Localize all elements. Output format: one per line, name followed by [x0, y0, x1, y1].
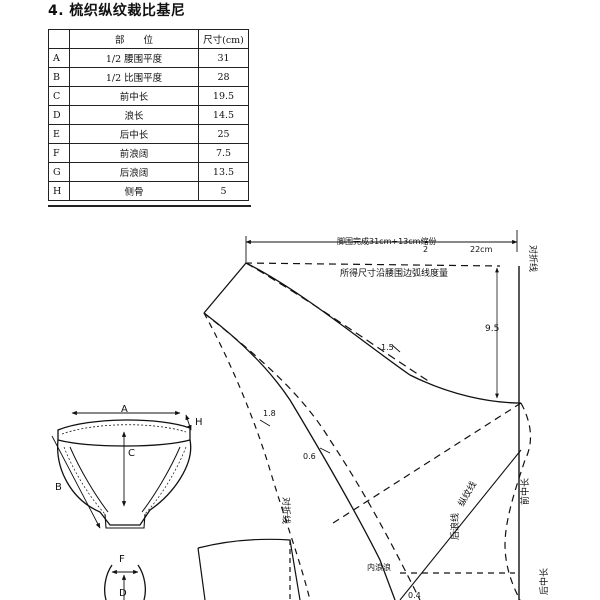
arrow-B [51, 435, 101, 529]
table-row: G 后浪阔 13.5 [48, 162, 249, 182]
pattern-outline [197, 230, 532, 600]
back-center-label: 后中长 [538, 568, 550, 595]
dim-1-5-label: 1.5 [381, 343, 394, 352]
dim-9-5-label: 9.5 [485, 324, 499, 334]
leg-curve-dashed [203, 312, 421, 600]
sketch-label-F: F [119, 554, 125, 565]
row-size: 5 [198, 181, 249, 201]
crotch-label: 内浪浪 [367, 562, 391, 572]
sketch-label-D: D [119, 588, 127, 599]
grain-label: 纵纹线 [455, 479, 479, 508]
dim-0-4-label: 0.4 [408, 591, 421, 600]
table-row: D 浪长 14.5 [48, 105, 249, 125]
left-leg-stitch [63, 446, 106, 515]
dim-1-8-label: 1.8 [263, 409, 276, 418]
fraction-denominator: 2 [423, 245, 428, 254]
sketch-label-C: C [128, 448, 135, 459]
fan-left-edge [197, 547, 206, 600]
table-row: E 后中长 25 [48, 124, 249, 144]
section-heading: 4. 梳织纵纹裁比基尼 [48, 3, 186, 19]
dim-22-label: 22cm [470, 245, 493, 254]
mark-1-8 [259, 419, 271, 427]
inner-curve-dashed [203, 312, 311, 600]
waist-curve-dashed [245, 262, 431, 383]
top-note: 脚围完成31cm+13cm缩份 [337, 236, 436, 246]
side-top-edge [203, 262, 247, 314]
crotch-piece [104, 513, 146, 529]
table-divider [48, 205, 251, 207]
mark-1-5 [391, 344, 401, 353]
fold-line-right-label: 对折线 [527, 245, 539, 272]
second-note: 所得尺寸沿腰围边弧线度量 [340, 267, 448, 279]
front-center-label: 前中长 [519, 478, 531, 505]
body-outline [57, 439, 192, 526]
right-leg-stitch [144, 446, 187, 515]
sketch-label-A: A [121, 404, 128, 415]
diagonal-dashed [329, 402, 522, 526]
fold-line-left-label: 对折线 [280, 497, 292, 524]
fan-shape [197, 538, 301, 600]
sketch-label-H: H [195, 417, 203, 428]
back-crotch-label: 后浪线 [449, 513, 461, 540]
dim-0-6-label: 0.6 [303, 452, 316, 461]
mark-0-6 [319, 447, 331, 454]
sketch-label-B: B [55, 482, 62, 493]
table-row: A 1/2 腰围平度 31 [48, 48, 249, 68]
table-row: F 前浪阔 7.5 [48, 143, 249, 163]
right-leg-line [141, 446, 181, 513]
crotch-sketch [104, 564, 146, 600]
waist-curve [245, 262, 522, 404]
measurement-table: 部 位 尺寸(cm) A 1/2 腰围平度 31 B 1/2 比围平度 28 C… [48, 29, 249, 201]
waist-guide-line [244, 262, 501, 267]
table-row: H 侧骨 5 [48, 181, 249, 201]
vertical-labels: 对折线 前中长 后中长 后浪线 纵纹线 对折线 [280, 245, 550, 595]
left-leg-line [69, 446, 109, 513]
arrow-H [185, 414, 192, 431]
grain-line [399, 449, 522, 600]
leg-curve [203, 312, 396, 600]
waistband-stitch [61, 424, 187, 435]
garment-sketch [51, 410, 192, 600]
row-part: 侧骨 [69, 181, 199, 201]
